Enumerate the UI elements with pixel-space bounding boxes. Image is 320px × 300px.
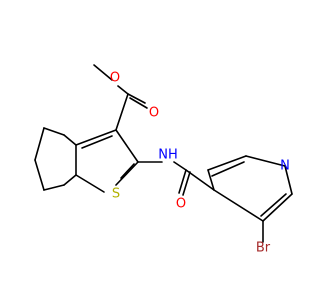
molecule-structure: O O NH S N O Br bbox=[34, 64, 293, 256]
ester-ether-oxygen-label: O bbox=[110, 71, 120, 86]
amide-nitrogen-label: NH bbox=[158, 148, 178, 163]
bromine-label: Br bbox=[256, 241, 271, 256]
ring-sulfur-label: S bbox=[112, 187, 120, 202]
pyridine-nitrogen-label: N bbox=[280, 159, 290, 174]
bond-lines bbox=[34, 64, 293, 243]
ester-carbonyl-oxygen-label: O bbox=[149, 106, 159, 121]
amide-carbonyl-oxygen-label: O bbox=[176, 197, 186, 212]
atom-labels: O O NH S N O Br bbox=[110, 71, 290, 256]
